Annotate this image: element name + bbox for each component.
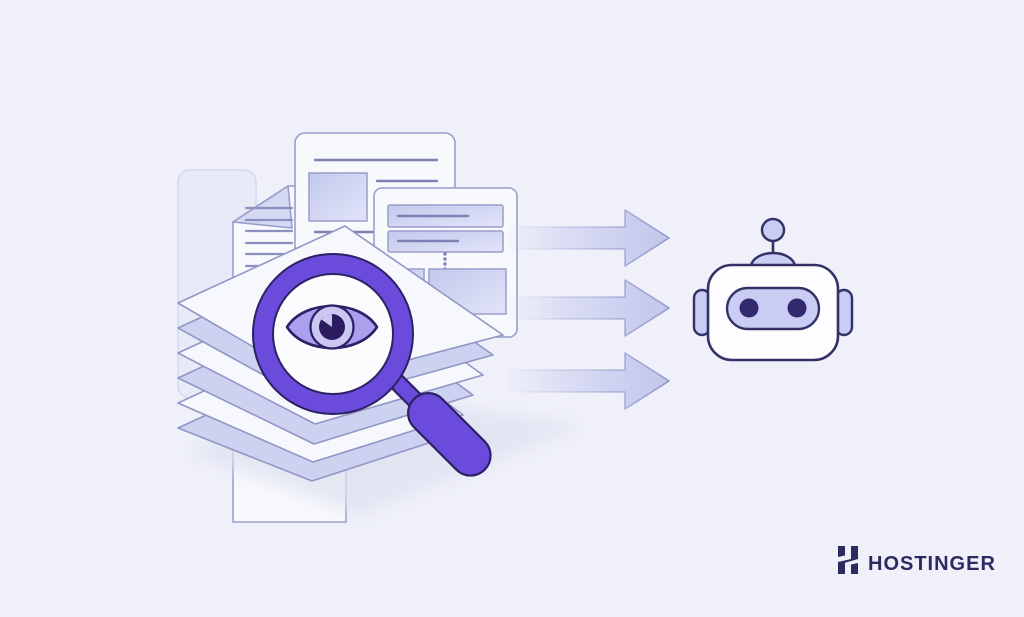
robot-head-icon [692,217,854,362]
robot-eye [739,298,759,318]
magnifier-eye-icon [252,253,492,477]
image-placeholder-block [308,172,368,222]
flow-arrow [507,209,670,267]
magnifier-ring [253,254,413,414]
hostinger-logo: HOSTINGER [838,546,996,575]
flow-arrow [507,352,670,410]
robot-eye [787,298,807,318]
flow-arrows [507,209,670,410]
hostinger-logo-mark [838,546,858,574]
eye-icon [285,304,379,350]
head-dome [749,251,797,269]
flow-arrow [507,279,670,337]
antenna-ball [760,217,786,243]
hostinger-wordmark: HOSTINGER [868,553,996,575]
robot-visor [725,286,821,331]
